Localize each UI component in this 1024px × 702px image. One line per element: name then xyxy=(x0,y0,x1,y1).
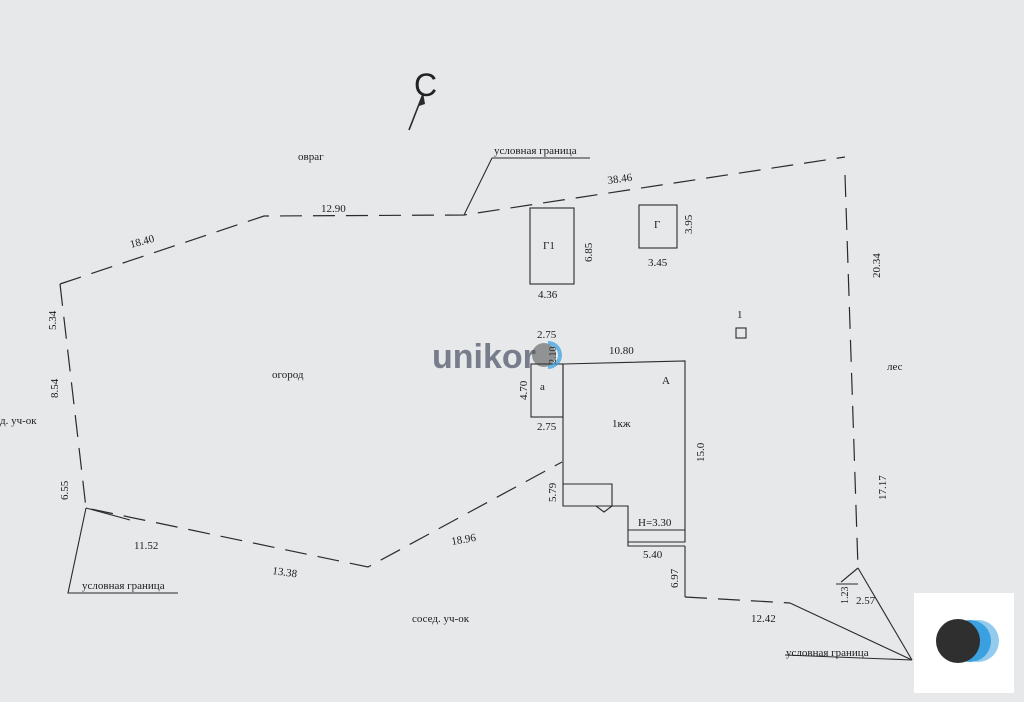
dimension-label: 18.40 xyxy=(129,233,156,251)
dimension-label: 38.46 xyxy=(607,172,634,187)
building-g1: Г1 xyxy=(529,207,575,285)
residential-label: 1кж xyxy=(612,418,631,430)
dimension-label: 2.10 xyxy=(548,347,559,365)
dimension-label: 5.34 xyxy=(47,310,59,330)
unikor-logo-badge xyxy=(914,593,1014,693)
dimension-label: 17.17 xyxy=(877,475,889,500)
property-boundary xyxy=(59,156,859,604)
dimension-label: 11.52 xyxy=(134,540,158,552)
main-house-a-label: А xyxy=(662,375,670,387)
area-forest-label: лес xyxy=(887,361,903,373)
extension-a-label: а xyxy=(540,381,545,393)
dimension-label: 3.95 xyxy=(683,214,695,234)
dimension-label: 5.40 xyxy=(643,549,663,561)
watermark: unikor xyxy=(432,338,562,376)
conditional-border-top-label: условная граница xyxy=(494,145,577,157)
dimension-label: 2.75 xyxy=(537,421,557,433)
building-g-label: Г xyxy=(654,219,660,231)
conditional-border-lines xyxy=(67,157,913,661)
conditional-border-right-label: условная граница xyxy=(786,647,869,659)
dimension-label: 6.85 xyxy=(583,242,595,262)
dimension-label: 13.38 xyxy=(272,565,299,580)
dimension-label: 6.55 xyxy=(59,480,71,500)
dimension-label: 10.80 xyxy=(609,345,634,357)
dimension-label: 4.70 xyxy=(518,380,530,400)
watermark-text: unikor xyxy=(432,338,536,376)
building-g: Г xyxy=(638,204,678,249)
dimension-label: 8.54 xyxy=(49,378,61,398)
dimension-label: 20.34 xyxy=(871,253,883,278)
unikor-logo-icon xyxy=(936,619,999,663)
dimension-label: 15.0 xyxy=(695,442,707,462)
north-arrow-icon: С xyxy=(408,67,437,131)
area-ravine-label: овраг xyxy=(298,151,324,163)
watermark-dot-icon xyxy=(532,343,556,367)
dimension-label: 5.79 xyxy=(547,482,559,502)
dimension-label: 6.97 xyxy=(669,568,681,588)
dimension-labels: 12.90 38.46 18.40 5.34 8.54 6.55 11.52 1… xyxy=(47,172,889,625)
dimension-label: 3.45 xyxy=(648,257,668,269)
dimension-label: 12.90 xyxy=(321,203,346,215)
height-label: Н=3.30 xyxy=(638,517,672,529)
dimension-label: 12.42 xyxy=(751,613,776,625)
marker-1-label: 1 xyxy=(737,309,743,321)
dimension-label: 2.75 xyxy=(537,329,557,341)
dimension-label: 4.36 xyxy=(538,289,558,301)
north-label: С xyxy=(414,67,437,103)
building-main-house: а А 1кж Н=3.30 xyxy=(530,360,686,597)
dimension-label: 18.96 xyxy=(450,532,477,548)
area-neighbor-bottom-label: сосед. уч-ок xyxy=(412,613,470,625)
building-g1-label: Г1 xyxy=(543,240,555,252)
dimension-label: 1.23 xyxy=(840,587,851,605)
area-neighbor-left-label: д. уч-ок xyxy=(0,415,37,427)
watermark-arc-icon xyxy=(547,341,562,369)
marker-1: 1 xyxy=(735,309,747,339)
area-garden-label: огород xyxy=(272,369,304,381)
conditional-border-left-label: условная граница xyxy=(82,580,165,592)
dimension-label: 2.57 xyxy=(856,595,876,607)
